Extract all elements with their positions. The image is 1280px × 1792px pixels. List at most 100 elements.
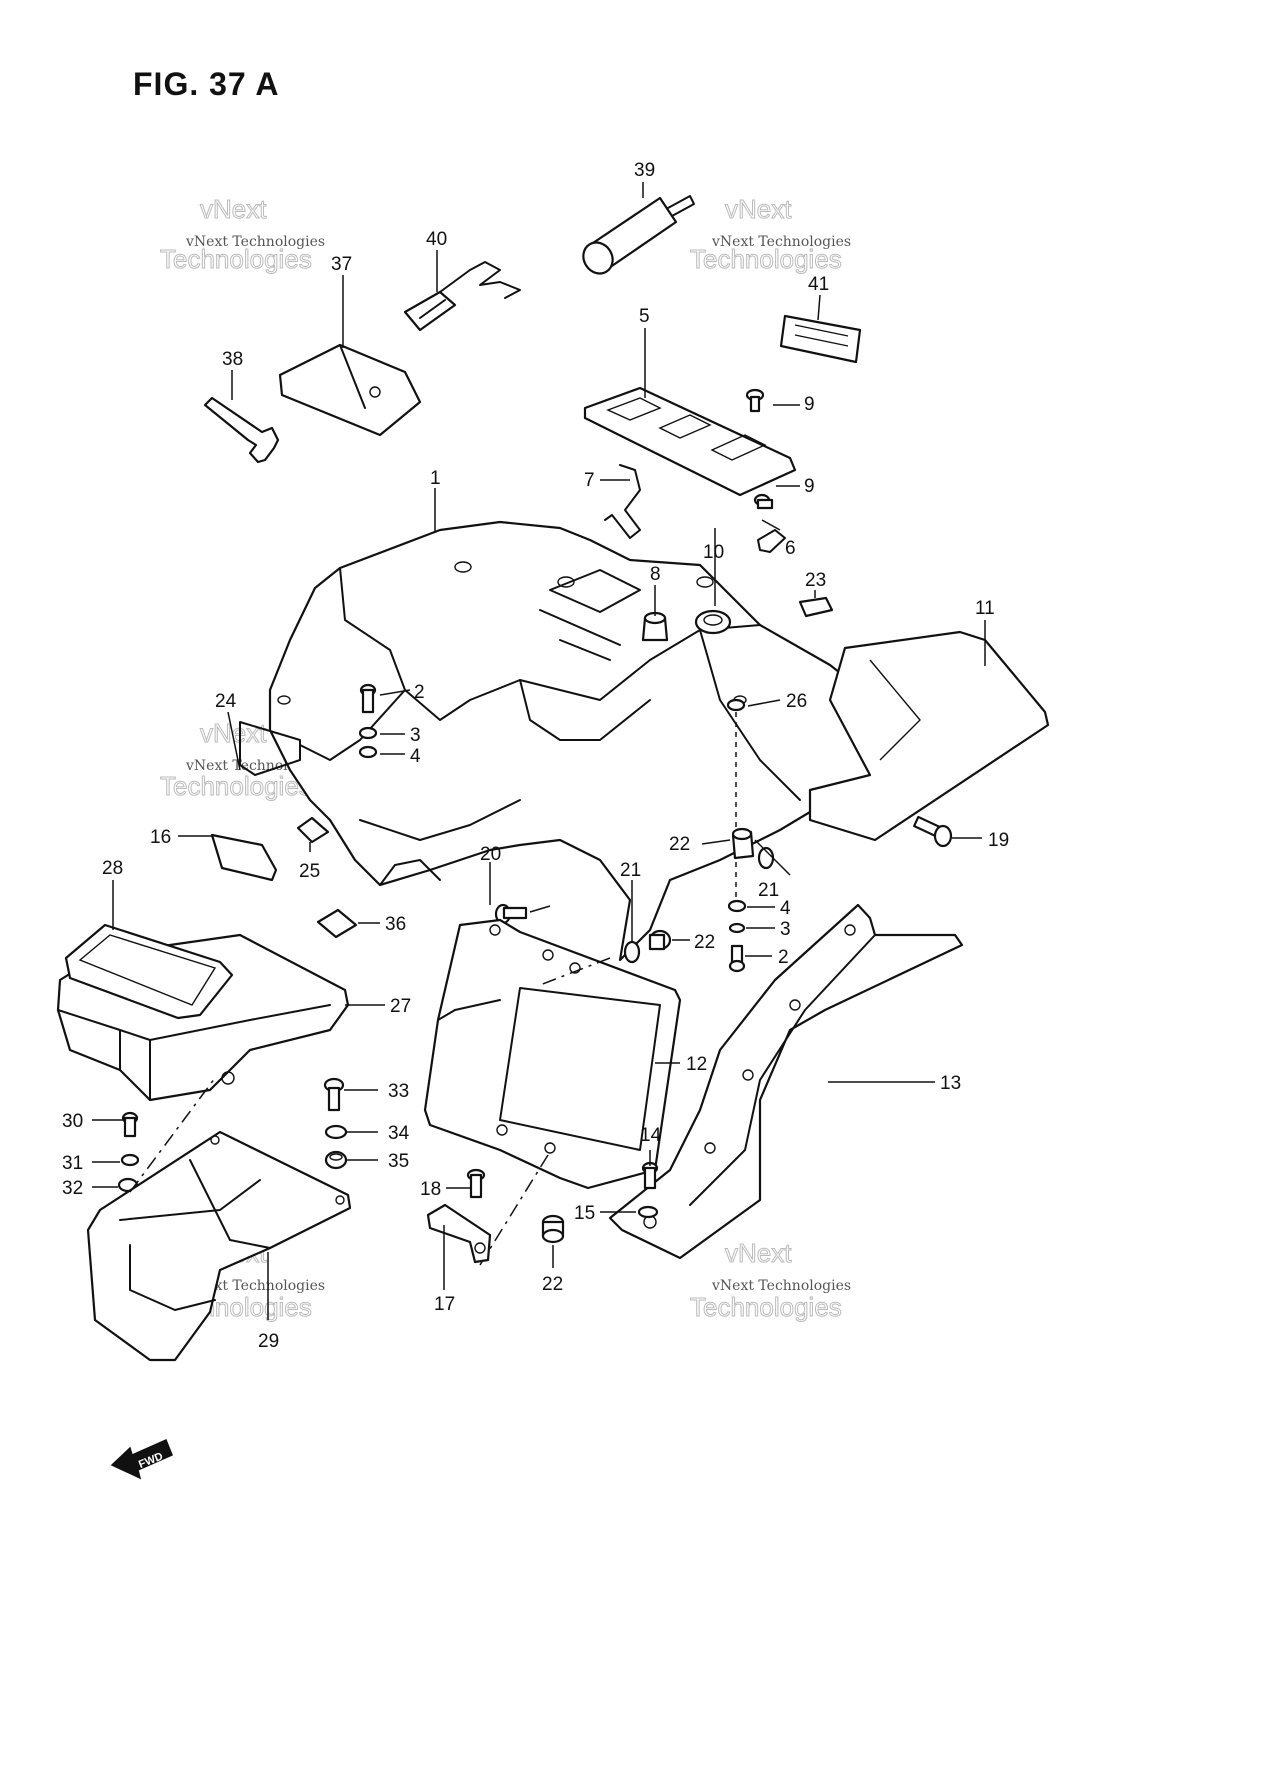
callout-3: 3 bbox=[410, 725, 421, 746]
callout-23: 23 bbox=[805, 570, 826, 591]
part-41-emblem bbox=[779, 314, 862, 364]
watermark-text: vNext Technologies bbox=[711, 234, 851, 250]
callout-28: 28 bbox=[102, 858, 123, 879]
figure-title: FIG. 37 A bbox=[133, 66, 280, 102]
callout-30: 30 bbox=[62, 1111, 83, 1132]
callout-9: 9 bbox=[804, 394, 815, 415]
watermark-big: vNext bbox=[725, 194, 792, 224]
part-22-collar bbox=[541, 1214, 565, 1244]
callout-24: 24 bbox=[215, 691, 237, 712]
part-10-grommet bbox=[694, 609, 732, 635]
callout-labels: 39 40 37 38 41 5 9 7 9 6 10 8 23 1 11 2 … bbox=[62, 160, 1009, 1352]
callout-36: 36 bbox=[385, 914, 406, 935]
callout-38: 38 bbox=[222, 349, 243, 370]
callout-26: 26 bbox=[786, 691, 807, 712]
assembly-axis bbox=[539, 957, 611, 986]
callout-4: 4 bbox=[780, 898, 791, 919]
watermark-text: vNext Technologies bbox=[185, 234, 325, 250]
part-8-rubber bbox=[641, 611, 669, 642]
callout-34: 34 bbox=[388, 1123, 410, 1144]
callout-37: 37 bbox=[331, 254, 352, 275]
callout-40: 40 bbox=[426, 229, 447, 250]
callout-1: 1 bbox=[430, 468, 441, 489]
part-7-bracket bbox=[604, 464, 641, 539]
part-19-bolt bbox=[913, 815, 953, 848]
part-22-collar bbox=[648, 929, 672, 951]
part-4-washer bbox=[358, 745, 378, 759]
part-30-bolt bbox=[121, 1111, 139, 1138]
assembly-axis bbox=[129, 1077, 216, 1193]
callout-19: 19 bbox=[988, 830, 1009, 851]
part-16-reflector bbox=[210, 833, 278, 882]
fwd-arrow-icon: FWD bbox=[110, 1439, 173, 1480]
callout-4: 4 bbox=[410, 746, 421, 767]
callout-11: 11 bbox=[975, 598, 995, 619]
callout-3: 3 bbox=[780, 919, 791, 940]
part-18-bolt bbox=[466, 1168, 486, 1199]
callout-25: 25 bbox=[299, 861, 320, 882]
part-40-strap bbox=[403, 261, 521, 332]
callout-22: 22 bbox=[542, 1274, 563, 1295]
callout-18: 18 bbox=[420, 1179, 441, 1200]
callout-9: 9 bbox=[804, 476, 815, 497]
part-2-bolt bbox=[728, 944, 746, 973]
watermark-big: Technologies bbox=[690, 244, 842, 274]
part-38-wrench bbox=[203, 396, 280, 464]
callout-29: 29 bbox=[258, 1331, 279, 1352]
part-4-washer bbox=[727, 899, 747, 913]
part-12-side-panel bbox=[423, 918, 682, 1190]
part-22-collar bbox=[731, 827, 755, 860]
part-39-tool-tube bbox=[582, 195, 695, 275]
callout-2: 2 bbox=[778, 947, 789, 968]
callout-8: 8 bbox=[650, 564, 661, 585]
callout-12: 12 bbox=[686, 1054, 707, 1075]
watermark-text: vNext Technologies bbox=[185, 1278, 325, 1294]
leader-lines bbox=[92, 182, 986, 1320]
watermark-big: Technologies bbox=[160, 771, 312, 801]
callout-39: 39 bbox=[634, 160, 655, 181]
callout-35: 35 bbox=[388, 1151, 409, 1172]
part-31-washer bbox=[120, 1153, 140, 1167]
callout-5: 5 bbox=[639, 306, 650, 327]
watermark-big: vNext bbox=[200, 718, 267, 748]
part-36-pad bbox=[316, 908, 358, 939]
callout-22: 22 bbox=[669, 834, 690, 855]
part-3-washer bbox=[728, 922, 746, 934]
watermark-big: vNext bbox=[200, 194, 267, 224]
assembly-axis bbox=[479, 1154, 549, 1266]
part-21-washer bbox=[623, 940, 641, 964]
callout-2: 2 bbox=[414, 682, 425, 703]
part-6-small-bracket bbox=[757, 529, 786, 553]
watermark-big: Technologies bbox=[160, 244, 312, 274]
callout-31: 31 bbox=[62, 1153, 83, 1174]
callout-41: 41 bbox=[808, 274, 829, 295]
part-37-pouch bbox=[278, 343, 422, 437]
leader-line bbox=[529, 905, 551, 913]
part-33-bolt bbox=[323, 1077, 345, 1112]
callout-21: 21 bbox=[758, 880, 779, 901]
part-11-mud-flap bbox=[808, 630, 1050, 842]
callout-10: 10 bbox=[703, 542, 724, 563]
part-14-bolt bbox=[641, 1161, 659, 1190]
part-26-washer bbox=[726, 698, 746, 712]
callout-13: 13 bbox=[940, 1073, 961, 1094]
callout-33: 33 bbox=[388, 1081, 409, 1102]
callout-20: 20 bbox=[480, 844, 501, 865]
part-9-screw bbox=[745, 388, 765, 413]
callout-7: 7 bbox=[584, 470, 595, 491]
callout-22: 22 bbox=[694, 932, 715, 953]
part-24-flap bbox=[239, 721, 301, 776]
part-29-under-plate bbox=[86, 1130, 352, 1362]
callout-27: 27 bbox=[390, 996, 411, 1017]
callout-16: 16 bbox=[150, 827, 171, 848]
part-9-screw bbox=[753, 493, 774, 510]
callout-32: 32 bbox=[62, 1178, 83, 1199]
part-25-pad bbox=[296, 816, 330, 844]
callout-17: 17 bbox=[434, 1294, 455, 1315]
part-3-washer bbox=[358, 726, 378, 740]
part-35-cushion bbox=[324, 1150, 348, 1170]
part-15-washer bbox=[637, 1205, 659, 1219]
part-28-gasket bbox=[64, 923, 234, 1020]
callout-15: 15 bbox=[574, 1203, 595, 1224]
part-23-rubber-block bbox=[798, 596, 834, 618]
